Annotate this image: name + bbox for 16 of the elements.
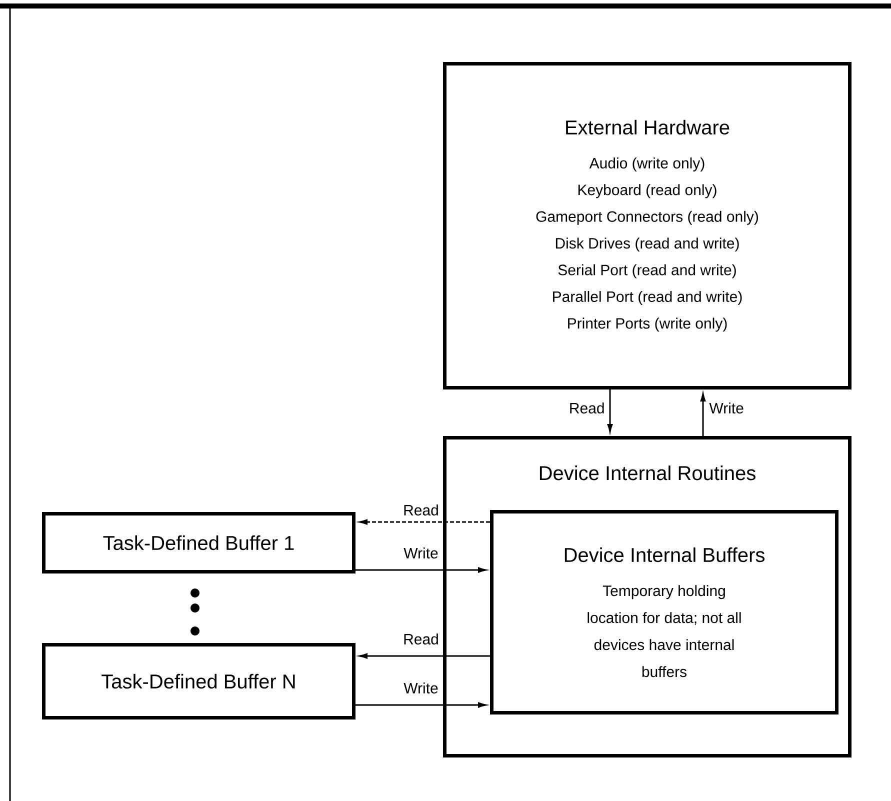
arrow <box>359 653 490 659</box>
edge-label: Read <box>402 504 440 517</box>
buffer-box: Task-Defined Buffer N <box>42 643 356 720</box>
edge-label: Write <box>402 682 440 695</box>
edge-label: Read <box>568 402 606 415</box>
edge-label: Write <box>402 546 440 560</box>
arrow <box>356 567 486 573</box>
buffer-box: Task-Defined Buffer 1 <box>42 512 356 574</box>
edge-label: Write <box>708 402 745 415</box>
arrow <box>607 390 613 432</box>
arrow <box>359 519 490 525</box>
arrow <box>700 393 706 436</box>
hardware-box: External Hardware Audio (write only) Keyboard (read only) Gameport Connectors (read only) Disk Drives (read and write) Serial Port (read and write) Parallel Port (read and write) Printer Ports (write only) <box>443 62 852 390</box>
buffer-box: Device Internal Buffers Temporary holding location for data; not all devices have internal buffers <box>490 510 838 714</box>
edge-label: Read <box>402 632 440 646</box>
arrow <box>356 702 486 708</box>
